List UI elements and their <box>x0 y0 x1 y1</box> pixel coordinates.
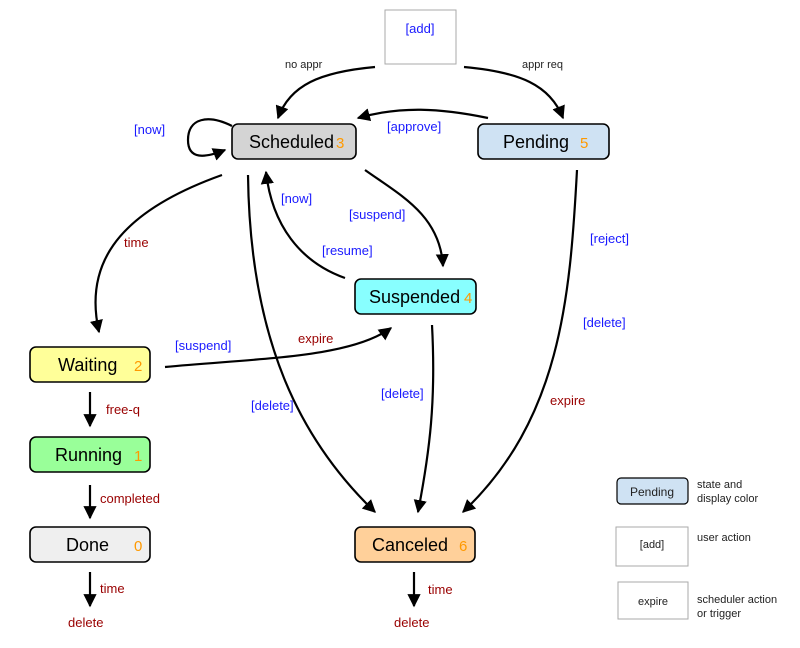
state-suspended-box <box>354 278 477 315</box>
label-delete-pending: [delete] <box>583 315 626 330</box>
state-waiting-name: Waiting <box>58 355 117 375</box>
edge-suspended-to-scheduled <box>260 170 346 280</box>
edge-waiting-to-suspended <box>164 327 393 369</box>
label-delete-suspended: [delete] <box>381 386 424 401</box>
label-delete-canceled: delete <box>394 615 429 630</box>
legend-state-item: Pending state and display color <box>616 477 758 505</box>
state-done-name: Done <box>66 535 109 555</box>
add-action-box: [add] <box>384 9 457 65</box>
label-delete-done: delete <box>68 615 103 630</box>
state-pending-count: 5 <box>580 135 588 152</box>
add-label: [add] <box>406 21 435 36</box>
state-done-count: 0 <box>134 538 142 555</box>
state-waiting-box <box>29 346 151 383</box>
legend-state-box-label: Pending <box>630 485 674 499</box>
state-running-name: Running <box>55 445 122 465</box>
legend: Pending state and display color [add] us… <box>615 477 777 620</box>
state-pending-name: Pending <box>503 132 569 152</box>
label-completed: completed <box>100 491 160 506</box>
label-resume: [resume] <box>322 243 373 258</box>
edge-scheduled-to-waiting <box>89 173 223 334</box>
label-approve: [approve] <box>387 119 441 134</box>
edge-pending-to-scheduled <box>356 108 489 122</box>
label-time-done: time <box>100 581 125 596</box>
label-expire-pending: expire <box>550 393 585 408</box>
edge-scheduled-self-loop <box>186 118 233 161</box>
edges <box>83 65 579 608</box>
label-suspend-scheduled: [suspend] <box>349 207 405 222</box>
state-canceled-count: 6 <box>459 538 467 555</box>
state-done: Done 0 <box>29 526 151 563</box>
state-canceled: Canceled 6 <box>354 526 476 563</box>
legend-trigger-text-1: scheduler action <box>697 594 777 606</box>
state-running-count: 1 <box>134 448 142 465</box>
state-done-box <box>29 526 151 563</box>
state-suspended-count: 4 <box>464 290 472 307</box>
label-now-resume: [now] <box>281 191 312 206</box>
label-suspend-waiting: [suspend] <box>175 338 231 353</box>
label-free-q: free-q <box>106 402 140 417</box>
state-suspended: Suspended 4 <box>354 278 477 315</box>
legend-state-text-1: state and <box>697 479 742 491</box>
state-waiting-count: 2 <box>134 358 142 375</box>
label-time-waiting: time <box>124 235 149 250</box>
label-no-appr: no appr <box>285 59 323 71</box>
state-scheduled: Scheduled 3 <box>231 123 357 160</box>
edge-add-to-scheduled <box>275 65 376 120</box>
label-reject: [reject] <box>590 231 629 246</box>
legend-trigger-item: expire scheduler action or trigger <box>617 581 777 620</box>
edge-add-to-pending <box>463 65 565 120</box>
edge-suspended-to-canceled <box>413 324 435 514</box>
label-time-canceled: time <box>428 582 453 597</box>
state-suspended-name: Suspended <box>369 287 460 307</box>
legend-action-box-label: [add] <box>640 539 664 551</box>
state-running-box <box>29 436 151 473</box>
edge-pending-to-canceled <box>462 169 579 513</box>
state-scheduled-box <box>231 123 357 160</box>
label-now-self: [now] <box>134 122 165 137</box>
state-running: Running 1 <box>29 436 151 473</box>
state-canceled-name: Canceled <box>372 535 448 555</box>
legend-trigger-text-2: or trigger <box>697 608 741 620</box>
label-expire-waiting: expire <box>298 331 333 346</box>
edge-scheduled-to-canceled <box>246 174 376 513</box>
state-pending: Pending 5 <box>477 123 610 160</box>
legend-user-action-item: [add] user action <box>615 526 751 567</box>
state-waiting: Waiting 2 <box>29 346 151 383</box>
state-scheduled-count: 3 <box>336 135 344 152</box>
legend-action-text: user action <box>697 532 751 544</box>
state-canceled-box <box>354 526 476 563</box>
state-scheduled-name: Scheduled <box>249 132 334 152</box>
label-appr-req: appr req <box>522 59 563 71</box>
edge-labels: no appr appr req [now] [approve] [now] [… <box>68 59 629 630</box>
edge-scheduled-to-suspended <box>364 169 449 268</box>
state-pending-box <box>477 123 610 160</box>
legend-trigger-box-label: expire <box>638 596 668 608</box>
label-delete-scheduled: [delete] <box>251 398 294 413</box>
legend-state-text-2: display color <box>697 493 758 505</box>
